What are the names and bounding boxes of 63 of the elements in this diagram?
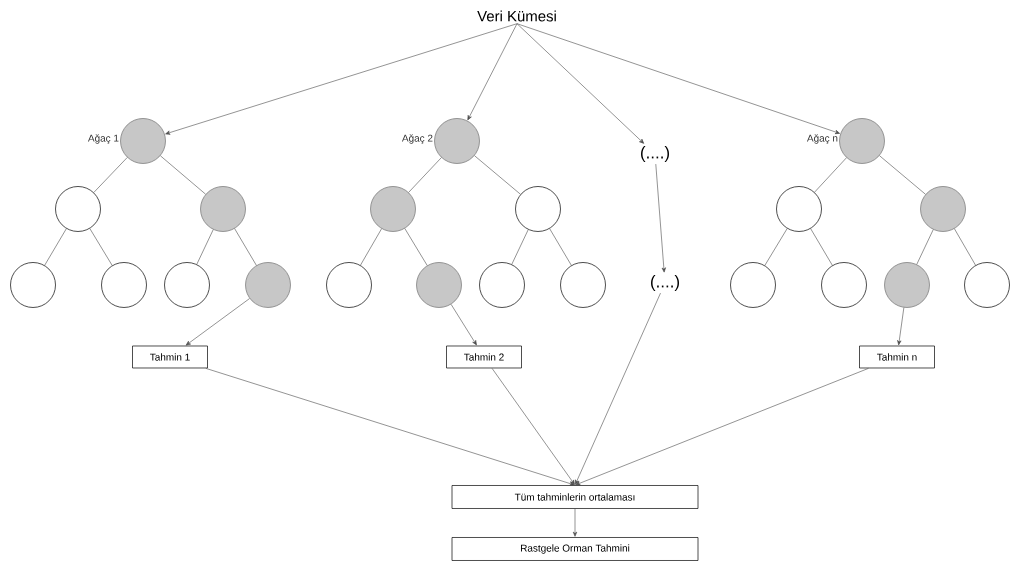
prediction-box: Tahmin n xyxy=(859,345,935,369)
prediction-box: Tahmin 2 xyxy=(446,345,522,369)
arrow xyxy=(516,23,840,134)
arrow xyxy=(467,23,518,121)
arrow xyxy=(491,368,575,485)
tree-node xyxy=(964,262,1010,308)
highlighted-tree-node xyxy=(245,262,291,308)
highlighted-tree-node xyxy=(884,262,930,308)
tree-branch xyxy=(93,157,128,193)
tree-node xyxy=(164,262,210,308)
tree-label: Ağaç 1 xyxy=(87,134,119,144)
tree-branch xyxy=(954,228,976,266)
process-box: Tüm tahminlerin ortalaması xyxy=(451,485,699,509)
tree-node xyxy=(560,262,606,308)
tree-branch xyxy=(474,155,521,195)
tree-branch xyxy=(408,157,442,193)
ellipsis-label: (....) xyxy=(651,275,679,291)
tree-branch xyxy=(44,228,67,266)
tree-label: Ağaç n xyxy=(806,134,838,144)
highlighted-tree-node xyxy=(370,186,416,232)
tree-branch xyxy=(549,228,572,266)
tree-branch xyxy=(234,228,257,266)
tree-branch xyxy=(879,155,926,195)
tree-node xyxy=(10,262,56,308)
tree-node xyxy=(101,262,147,308)
arrow xyxy=(165,23,518,135)
tree-branch xyxy=(360,228,382,266)
arrow xyxy=(575,368,869,486)
highlighted-tree-node xyxy=(200,186,246,232)
tree-branch xyxy=(764,228,788,266)
tree-node xyxy=(515,186,561,232)
arrow xyxy=(185,298,250,346)
arrow xyxy=(897,307,905,346)
tree-branch xyxy=(810,228,833,266)
tree-branch xyxy=(404,228,428,266)
prediction-box: Tahmin 1 xyxy=(132,345,208,369)
process-box: Rastgele Orman Tahmini xyxy=(451,537,699,561)
tree-node xyxy=(326,262,372,308)
highlighted-tree-node xyxy=(416,262,462,308)
arrow xyxy=(655,163,666,273)
highlighted-tree-node xyxy=(920,186,966,232)
tree-branch xyxy=(89,228,113,266)
tree-node xyxy=(55,186,101,232)
tree-node xyxy=(821,262,867,308)
arrow xyxy=(205,368,575,486)
tree-label: Ağaç 2 xyxy=(401,134,433,144)
tree-branch xyxy=(160,155,206,195)
ellipsis-label: (....) xyxy=(641,146,669,162)
tree-branch xyxy=(196,229,214,265)
tree-branch xyxy=(916,229,934,265)
highlighted-tree-node xyxy=(120,118,166,164)
tree-branch xyxy=(814,157,847,193)
arrow xyxy=(516,23,645,144)
arrow xyxy=(572,508,578,537)
arrow xyxy=(575,292,661,485)
tree-node xyxy=(479,262,525,308)
tree-node xyxy=(776,186,822,232)
highlighted-tree-node xyxy=(839,118,885,164)
dataset-label: Veri Kümesi xyxy=(477,10,556,22)
tree-branch xyxy=(511,229,529,265)
arrow xyxy=(450,304,477,346)
tree-node xyxy=(730,262,776,308)
highlighted-tree-node xyxy=(434,118,480,164)
